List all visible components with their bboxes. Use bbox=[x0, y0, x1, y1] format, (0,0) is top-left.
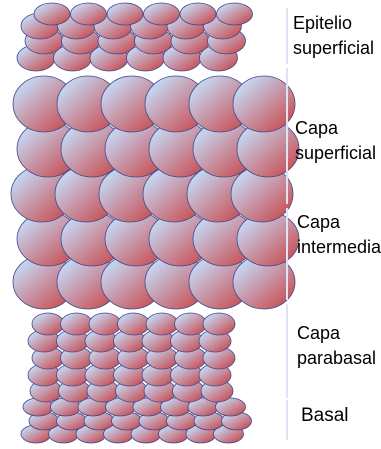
cell bbox=[89, 313, 121, 335]
bracket-superficial bbox=[286, 68, 288, 204]
cell bbox=[180, 3, 216, 25]
label-line: Basal bbox=[301, 403, 349, 428]
cell bbox=[107, 3, 143, 25]
label-line: parabasal bbox=[297, 346, 376, 371]
cell bbox=[203, 313, 235, 335]
cell bbox=[71, 3, 107, 25]
label-capa-parabasal: Capa parabasal bbox=[297, 321, 376, 371]
cell bbox=[144, 3, 180, 25]
label-line: Capa bbox=[297, 210, 381, 235]
label-epitelio-superficial: Epitelio superficial bbox=[293, 11, 374, 61]
cell bbox=[61, 313, 93, 335]
label-line: intermedia bbox=[297, 235, 381, 260]
bracket-intermedia bbox=[286, 208, 288, 300]
bracket-basal bbox=[286, 400, 288, 440]
label-basal: Basal bbox=[301, 403, 349, 428]
label-line: Capa bbox=[295, 116, 376, 141]
cell bbox=[34, 3, 70, 25]
label-capa-superficial: Capa superficial bbox=[295, 116, 376, 166]
bracket-parabasal bbox=[286, 304, 288, 398]
label-line: superficial bbox=[295, 141, 376, 166]
label-line: Epitelio bbox=[293, 11, 374, 36]
cell bbox=[217, 3, 253, 25]
cell bbox=[146, 313, 178, 335]
bracket-epitelio bbox=[286, 8, 288, 64]
cell bbox=[175, 313, 207, 335]
label-capa-intermedia: Capa intermedia bbox=[297, 210, 381, 260]
cell bbox=[32, 313, 64, 335]
cell bbox=[118, 313, 150, 335]
label-line: Capa bbox=[297, 321, 376, 346]
label-line: superficial bbox=[293, 36, 374, 61]
